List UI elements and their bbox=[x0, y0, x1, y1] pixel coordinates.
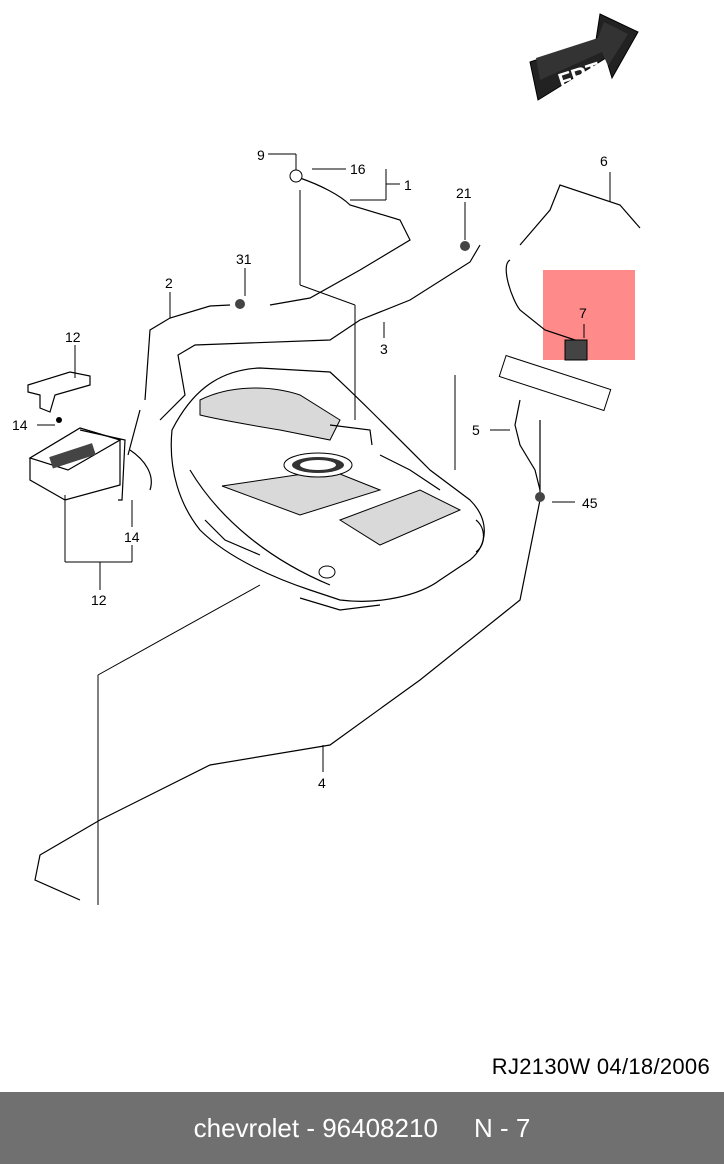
callout-14: 14 bbox=[124, 529, 140, 545]
callout-labels: 9 16 1 21 6 31 2 7 12 3 14 5 45 14 12 4 bbox=[12, 147, 608, 791]
callout-7: 7 bbox=[579, 305, 587, 321]
pipes bbox=[34, 169, 641, 901]
canister-assembly bbox=[28, 409, 141, 501]
callout-45-top-right: 21 bbox=[456, 185, 472, 201]
front-direction-arrow: FRT bbox=[529, 13, 639, 101]
callout-4: 4 bbox=[318, 775, 326, 791]
footer-bar: chevrolet - 96408210 N - 7 bbox=[0, 1092, 724, 1164]
callout-21: 14 bbox=[12, 417, 28, 433]
callout-6: 6 bbox=[600, 153, 608, 169]
exploded-parts-diagram: FRT bbox=[12, 13, 641, 905]
callout-5: 5 bbox=[472, 422, 480, 438]
leader-lines bbox=[37, 153, 611, 905]
footer-part-number: 96408210 bbox=[322, 1112, 438, 1143]
callout-12: 12 bbox=[91, 592, 107, 608]
callout-9: 9 bbox=[257, 147, 265, 163]
callout-3: 3 bbox=[380, 341, 388, 357]
footer-brand: chevrolet bbox=[193, 1112, 300, 1143]
bracket bbox=[27, 371, 91, 423]
callout-16: 12 bbox=[65, 329, 81, 345]
callout-31: 16 bbox=[350, 161, 366, 177]
callout-1: 1 bbox=[404, 177, 412, 193]
callout-2: 2 bbox=[165, 275, 173, 291]
highlight-part-7 bbox=[543, 270, 635, 360]
fuel-tank bbox=[170, 367, 485, 611]
footer-page-ref: N - 7 bbox=[474, 1112, 531, 1143]
callout-45-middle: 31 bbox=[236, 251, 252, 267]
footer-separator: - bbox=[299, 1112, 323, 1143]
document-code: RJ2130W 04/18/2006 bbox=[491, 1054, 710, 1079]
callout-45-bottom-right: 45 bbox=[582, 495, 598, 511]
